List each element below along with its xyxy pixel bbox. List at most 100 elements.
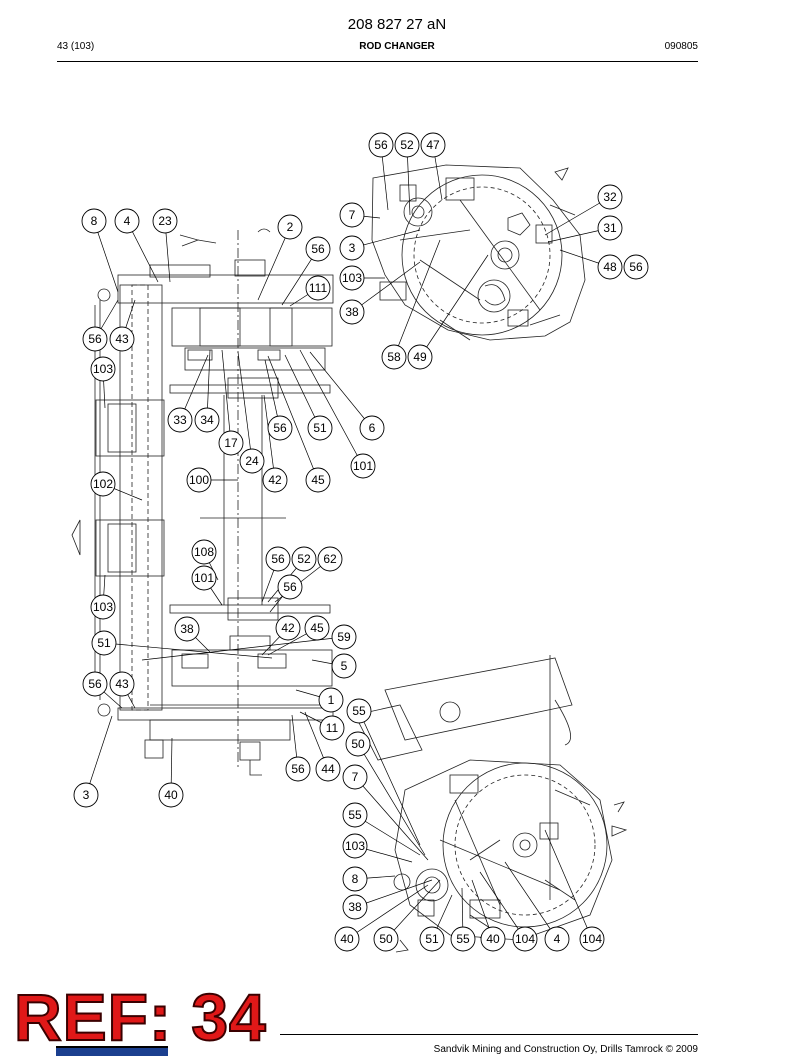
callout-bubble xyxy=(373,926,399,952)
callout-label: 50 xyxy=(351,737,365,751)
callout-bubble xyxy=(579,926,605,952)
callout-bubble xyxy=(304,615,330,641)
callout-leader xyxy=(354,814,421,856)
callout-label: 8 xyxy=(352,872,359,886)
callout-label: 58 xyxy=(387,350,401,364)
callout-bubble xyxy=(275,615,301,641)
callout-label: 56 xyxy=(88,677,102,691)
callout-label: 42 xyxy=(268,473,282,487)
callout-label: 3 xyxy=(349,241,356,255)
callout-bubble xyxy=(81,208,107,234)
callout-label: 62 xyxy=(323,552,337,566)
callout-label: 103 xyxy=(93,600,113,614)
callout-bubble xyxy=(334,926,360,952)
callout-label: 38 xyxy=(345,305,359,319)
callout-label: 31 xyxy=(603,221,617,235)
callout-label: 102 xyxy=(93,477,113,491)
callout-leader xyxy=(299,349,364,467)
callout-bubble xyxy=(512,926,538,952)
callout-label: 103 xyxy=(93,362,113,376)
callout-bubble xyxy=(544,926,570,952)
callout-label: 52 xyxy=(297,552,311,566)
callout-leader xyxy=(354,776,429,861)
callout-bubble xyxy=(90,594,116,620)
callout-label: 38 xyxy=(348,900,362,914)
callout-bubble xyxy=(291,546,317,572)
callout-bubble xyxy=(342,802,368,828)
callout-label: 4 xyxy=(554,932,561,946)
callout-leader xyxy=(237,351,253,462)
callout-label: 51 xyxy=(97,636,111,650)
callout-label: 108 xyxy=(194,545,214,559)
callout-label: 38 xyxy=(180,622,194,636)
callout-bubble xyxy=(305,236,331,262)
side-view xyxy=(71,228,334,776)
callout-bubble xyxy=(317,546,343,572)
callout-label: 56 xyxy=(311,242,325,256)
callout-label: 45 xyxy=(311,473,325,487)
callout-bubble xyxy=(90,471,116,497)
callout-bubble xyxy=(339,202,365,228)
callout-leader xyxy=(257,226,291,301)
callout-bubble xyxy=(381,344,407,370)
callout-bubble xyxy=(82,671,108,697)
callout-bubble xyxy=(450,926,476,952)
page-label: 43 (103) xyxy=(57,41,95,52)
callout-label: 1 xyxy=(328,693,335,707)
callout-label: 101 xyxy=(353,459,373,473)
callout-bubble xyxy=(167,407,193,433)
callout-bubble xyxy=(109,671,135,697)
callout-bubble xyxy=(262,467,288,493)
callout-bubble xyxy=(319,715,345,741)
callout-label: 56 xyxy=(291,762,305,776)
callout-leader xyxy=(393,239,441,358)
callout-bubble xyxy=(265,546,291,572)
callout-bubble xyxy=(191,565,217,591)
callout-bubble xyxy=(186,467,212,493)
callout-label: 104 xyxy=(515,932,535,946)
callout-label: 51 xyxy=(313,421,327,435)
callout-bubble xyxy=(114,208,140,234)
callout-leader xyxy=(357,743,426,856)
callout-bubble xyxy=(82,326,108,352)
callout-label: 100 xyxy=(189,473,209,487)
footer-copyright: Sandvik Mining and Construction Oy, Dril… xyxy=(433,1044,698,1055)
callout-label: 24 xyxy=(245,454,259,468)
callout-bubble xyxy=(305,275,331,301)
callout-leader xyxy=(141,636,345,661)
callout-label: 2 xyxy=(287,220,294,234)
callout-bubble xyxy=(339,265,365,291)
callout-bubble xyxy=(109,326,135,352)
callout-label: 4 xyxy=(124,214,131,228)
callout-label: 47 xyxy=(426,138,440,152)
callout-bubble xyxy=(305,467,331,493)
callout-leader xyxy=(419,254,489,358)
callout-leader xyxy=(267,355,319,481)
callout-bubble xyxy=(239,448,265,474)
callout-bubble xyxy=(73,782,99,808)
callout-bubble xyxy=(597,215,623,241)
callout-bubble xyxy=(158,782,184,808)
callout-label: 42 xyxy=(281,621,295,635)
date-code: 090805 xyxy=(664,41,698,52)
callout-label: 40 xyxy=(486,932,500,946)
callout-leader xyxy=(103,642,273,659)
callout-bubble xyxy=(285,756,311,782)
callout-label: 56 xyxy=(629,260,643,274)
callout-label: 7 xyxy=(352,770,359,784)
callout-label: 7 xyxy=(349,208,356,222)
callout-label: 40 xyxy=(164,788,178,802)
lower-end-view xyxy=(354,655,628,953)
callout-label: 56 xyxy=(271,552,285,566)
callout-label: 11 xyxy=(326,721,339,735)
callout-label: 55 xyxy=(456,932,470,946)
callout-bubble xyxy=(342,833,368,859)
callout-leader xyxy=(544,196,611,236)
callout-label: 43 xyxy=(115,332,129,346)
sandvik-logo xyxy=(56,1046,168,1056)
callout-bubble xyxy=(152,208,178,234)
callout-label: 45 xyxy=(310,621,324,635)
callout-leader xyxy=(221,349,232,444)
callout-bubble xyxy=(368,132,394,158)
